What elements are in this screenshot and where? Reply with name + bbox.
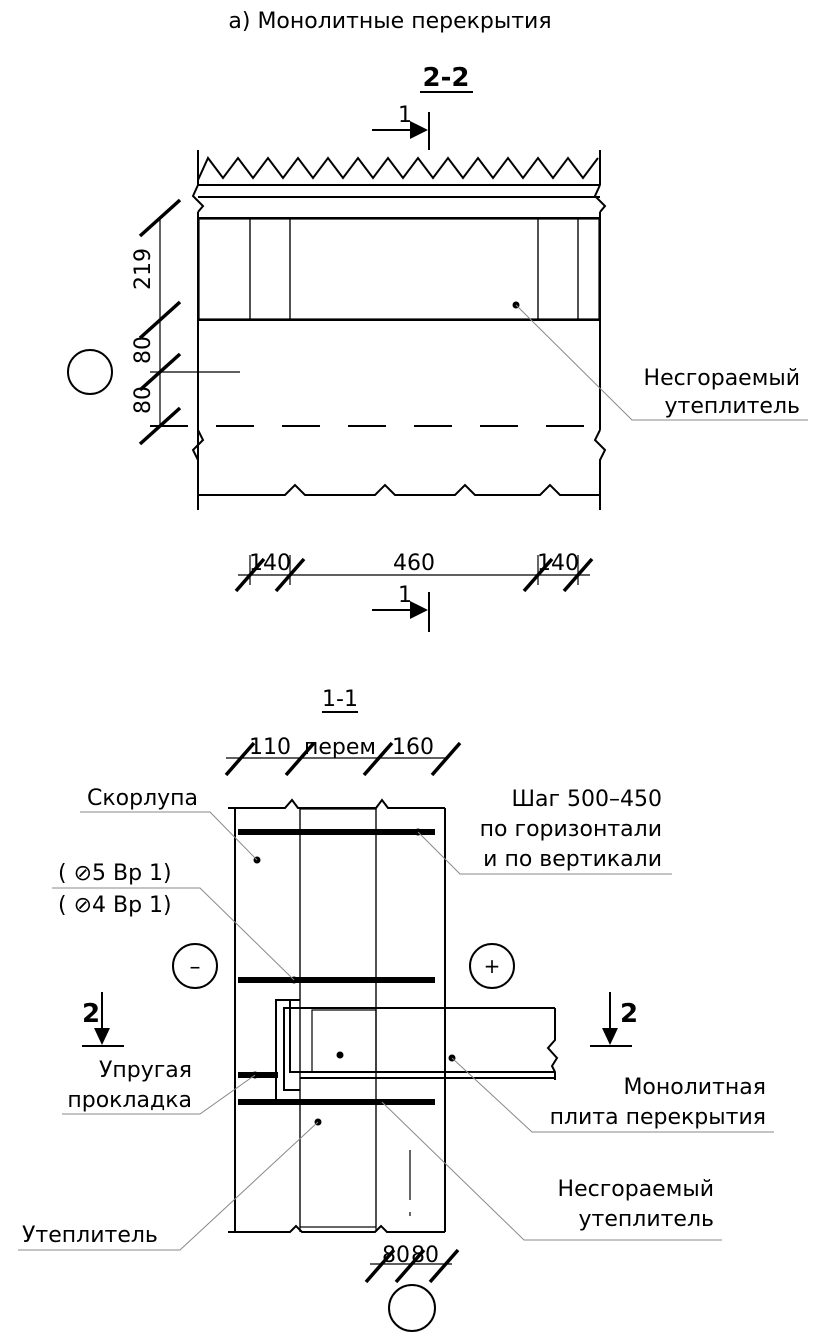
label-fireproof: Несгораемый утеплитель	[381, 1101, 722, 1241]
dim-80-lower: 80	[131, 386, 156, 414]
label-elastic-line2: прокладка	[67, 1088, 192, 1113]
cut-marker-top-label: 1	[398, 103, 412, 128]
slab-insulation-insert	[311, 1009, 377, 1073]
dim-140-left: 140	[249, 551, 291, 576]
label-step-line2: по горизонтали	[480, 817, 662, 842]
label-step-line3: и по вертикали	[483, 847, 662, 872]
cut-marker-bottom-label: 1	[398, 583, 412, 608]
cut-marker-bottom: 1	[372, 583, 430, 632]
axis-bubble-bottom	[388, 1284, 436, 1332]
label-step: Шаг 500–450 по горизонтали и по вертикал…	[417, 787, 672, 875]
plus-sign: +	[484, 954, 501, 978]
monolithic-slab	[275, 999, 559, 1101]
cut-marker-2-left: 2	[82, 992, 124, 1047]
cut-marker-2-right-label: 2	[620, 999, 638, 1029]
label-fireproof-line1: Несгораемый	[558, 1177, 714, 1202]
page-title: а) Монолитные перекрытия	[228, 9, 551, 34]
label-fireproof-line2: утеплитель	[579, 1207, 715, 1232]
axis-bubble	[67, 349, 113, 395]
label-elastic-line1: Упругая	[99, 1058, 192, 1083]
section-1-1: 1-1 110 перем 160	[18, 687, 774, 1332]
plus-sign-circle	[469, 943, 515, 989]
dim-bottom-1-1: 80 80	[364, 1243, 460, 1332]
dim-80-upper: 80	[131, 336, 156, 364]
dim-variable: перем	[304, 735, 376, 760]
label-slab: Монолитная плита перекрытия	[451, 1057, 774, 1133]
minus-sign: –	[190, 955, 201, 980]
label-shell-text: Скорлупа	[87, 786, 198, 811]
dim-horizontal-2-2: 140 460 140	[234, 551, 594, 593]
callout-fireproof-line2: утеплитель	[665, 394, 801, 419]
label-shell: Скорлупа	[80, 786, 258, 861]
dim-140-right: 140	[537, 551, 579, 576]
wall-plan-outline	[191, 150, 607, 510]
callout-fireproof-line1: Несгораемый	[644, 366, 800, 391]
dim-110: 110	[249, 735, 291, 760]
label-insulation-text: Утеплитель	[22, 1223, 158, 1248]
label-step-line1: Шаг 500–450	[511, 787, 662, 812]
label-rebar-1: ( ⊘5 Вр 1)	[58, 861, 172, 886]
section-2-2: 2-2 1	[67, 63, 808, 632]
insulation-blocks	[198, 218, 600, 320]
cut-marker-top: 1	[372, 103, 430, 150]
label-slab-line1: Монолитная	[623, 1075, 766, 1100]
dim-vertical-2-2: 219 80 80	[131, 198, 182, 446]
dim-219: 219	[131, 248, 156, 290]
callout-fireproof-2-2: Несгораемый утеплитель	[512, 301, 808, 421]
minus-sign-circle	[172, 943, 218, 989]
dim-80-a: 80	[382, 1243, 410, 1268]
dim-460: 460	[393, 551, 435, 576]
label-rebar: ( ⊘5 Вр 1) ( ⊘4 Вр 1)	[52, 861, 295, 981]
section-1-1-label: 1-1	[322, 687, 358, 712]
label-slab-line2: плита перекрытия	[550, 1105, 766, 1130]
dim-80-b: 80	[411, 1243, 439, 1268]
dim-160: 160	[392, 735, 434, 760]
wall-section-outline	[228, 798, 446, 1233]
label-rebar-2: ( ⊘4 Вр 1)	[58, 893, 172, 918]
label-insulation: Утеплитель	[18, 1121, 319, 1251]
cut-marker-2-right: 2	[590, 992, 638, 1047]
cut-marker-2-left-label: 2	[82, 999, 100, 1029]
label-elastic: Упругая прокладка	[62, 1058, 256, 1115]
dim-top-1-1: 110 перем 160	[224, 735, 462, 777]
section-2-2-label: 2-2	[423, 63, 470, 93]
rebars	[238, 829, 435, 1105]
